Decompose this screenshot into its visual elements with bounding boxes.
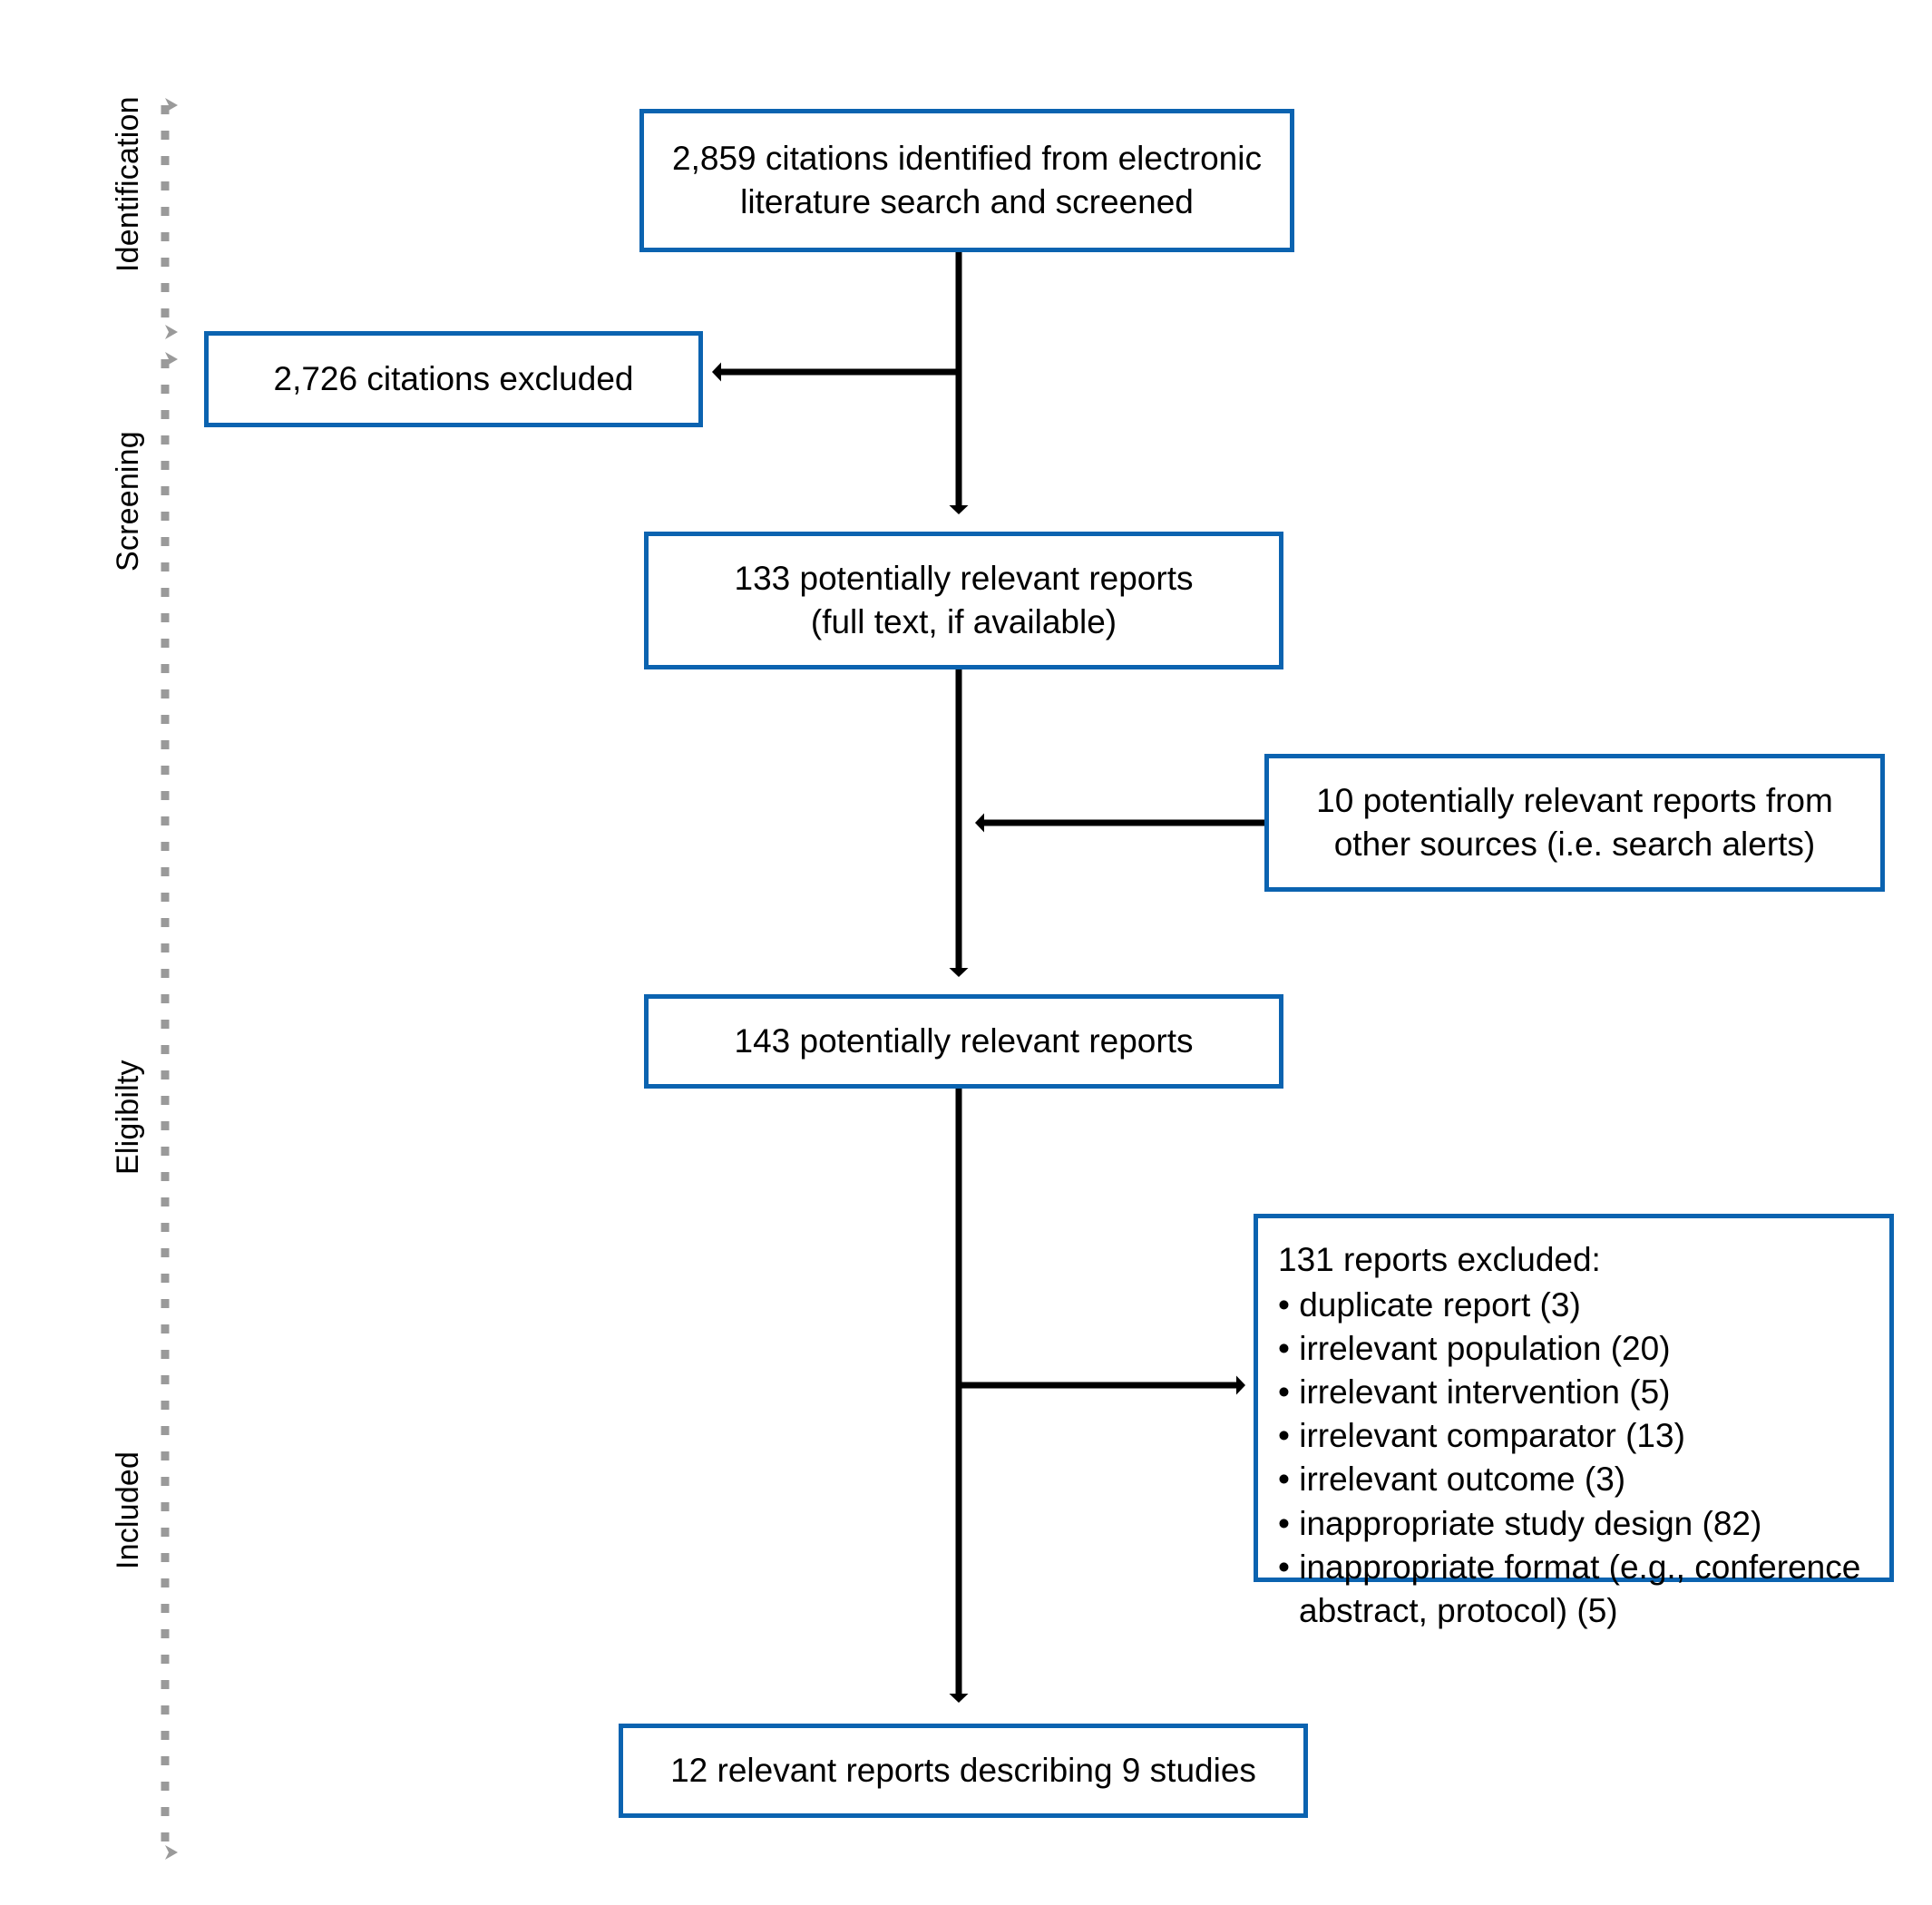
reports-excluded-reason: inappropriate format (e.g., conference a…: [1278, 1546, 1871, 1633]
reports-excluded-reason: irrelevant comparator (13): [1278, 1414, 1871, 1458]
reports-excluded-reason: duplicate report (3): [1278, 1284, 1871, 1327]
reports-excluded-title: 131 reports excluded:: [1278, 1241, 1601, 1278]
reports-excluded-reason: irrelevant outcome (3): [1278, 1458, 1871, 1501]
box-potentially-relevant-143-text: 143 potentially relevant reports: [734, 1021, 1194, 1060]
stage-label-identification: Identification: [111, 96, 145, 272]
stage-label-screening: Screening: [111, 431, 145, 572]
box-included-final-text: 12 relevant reports describing 9 studies: [670, 1751, 1256, 1789]
box-citations-identified: 2,859 citations identified from electron…: [639, 109, 1294, 252]
box-reports-excluded: 131 reports excluded: duplicate report (…: [1254, 1214, 1894, 1629]
box-citations-identified-text: 2,859 citations identified from electron…: [672, 139, 1262, 220]
reports-excluded-reason: irrelevant population (20): [1278, 1327, 1871, 1371]
box-included-final: 12 relevant reports describing 9 studies: [619, 1724, 1308, 1818]
box-potentially-relevant-133: 133 potentially relevant reports (full t…: [644, 532, 1283, 669]
stage-label-eligibility: Eligibilty: [111, 1060, 145, 1175]
reports-excluded-reason-list: duplicate report (3) irrelevant populati…: [1278, 1284, 1871, 1633]
box-potentially-relevant-133-text: 133 potentially relevant reports (full t…: [734, 559, 1194, 640]
box-citations-excluded-text: 2,726 citations excluded: [273, 359, 634, 397]
box-other-sources-10-text: 10 potentially relevant reports from oth…: [1316, 781, 1833, 863]
reports-excluded-reason: inappropriate study design (82): [1278, 1502, 1871, 1546]
box-potentially-relevant-143: 143 potentially relevant reports: [644, 994, 1283, 1089]
stage-label-included: Included: [111, 1451, 145, 1569]
reports-excluded-reason: irrelevant intervention (5): [1278, 1371, 1871, 1414]
box-reports-excluded-body: 131 reports excluded: duplicate report (…: [1258, 1218, 1889, 1633]
box-citations-excluded: 2,726 citations excluded: [204, 331, 703, 427]
box-other-sources-10: 10 potentially relevant reports from oth…: [1264, 754, 1885, 892]
